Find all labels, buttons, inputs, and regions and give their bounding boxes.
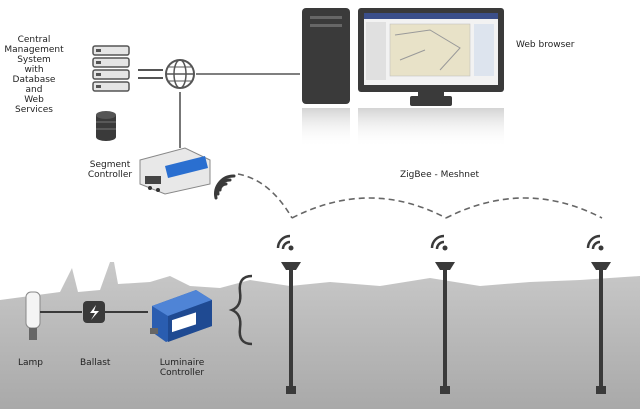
computer-tower-icon [302, 8, 350, 148]
segment-controller-label: Segment Controller [87, 160, 133, 180]
web-browser-label: Web browser [516, 40, 575, 50]
database-icon [96, 111, 116, 141]
globe-icon [165, 59, 195, 89]
segment-controller-device [139, 147, 211, 195]
cms-label: Central Management System with Database … [4, 35, 64, 115]
luminaire-controller-device [150, 290, 212, 342]
luminaire-controller-label: Luminaire Controller [159, 358, 205, 378]
server-rack-icon [92, 45, 130, 92]
monitor-icon [358, 8, 504, 148]
city-skyline [0, 262, 640, 409]
streetlight-icon [276, 234, 611, 394]
lamp-label: Lamp [18, 358, 44, 368]
ballast-label: Ballast [80, 358, 111, 368]
grouping-brace [228, 274, 253, 346]
zigbee-label: ZigBee - Meshnet [400, 170, 480, 180]
meshnet-links [237, 173, 603, 219]
lamp-icon [25, 291, 41, 340]
ballast-icon [83, 301, 105, 323]
wifi-icon [214, 174, 236, 200]
